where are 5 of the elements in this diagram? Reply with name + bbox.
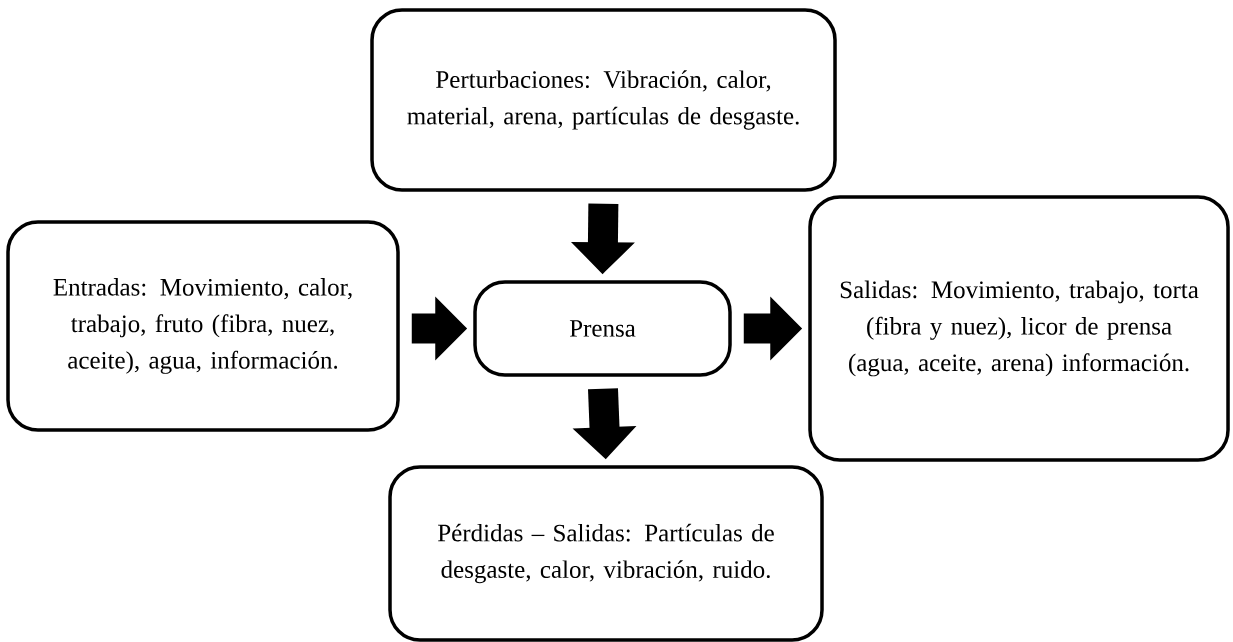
process-box: Pérdidas – Salidas: Partículas de desgaste, calor, vibración, ruido. [388, 465, 824, 642]
process-box: Entradas: Movimiento, calor, trabajo, fruto (fibra, nuez, aceite), agua, información. [6, 220, 400, 432]
process-box: Perturbaciones: Vibración, calor, material, arena, partículas de desgaste. [370, 8, 837, 192]
process-box: Salidas: Movimiento, trabajo, torta (fibra y nuez), licor de prensa (agua, aceite, arena) información. [808, 195, 1230, 462]
process-box: Prensa [473, 280, 732, 377]
